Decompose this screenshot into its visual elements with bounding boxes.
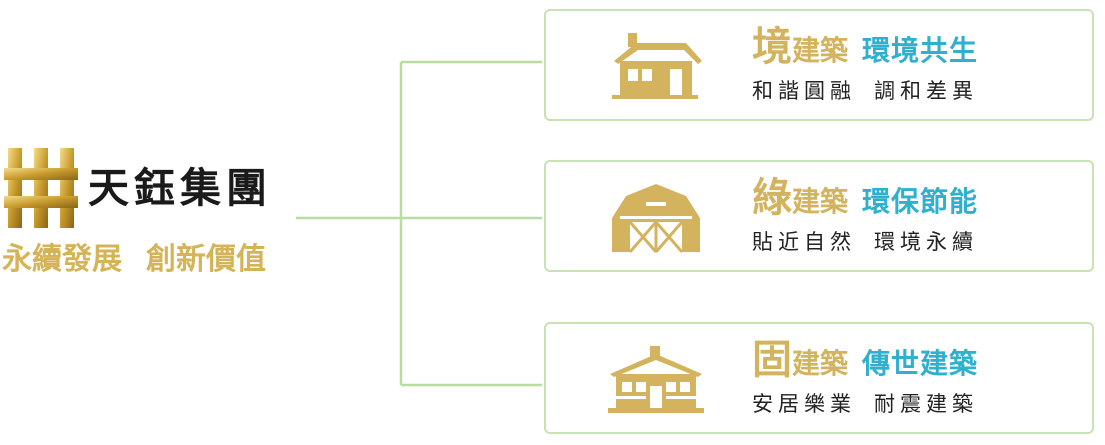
card-slogan: 環保節能	[862, 185, 979, 218]
house-icon	[612, 33, 702, 99]
concept-card-3: 固建築傳世建築 安居樂業耐震建築	[544, 322, 1094, 434]
card-sub-b: 調和差異	[874, 79, 978, 103]
card-build-word: 建築	[792, 185, 849, 218]
slogan-part-1: 永續發展	[2, 242, 122, 277]
card-sub-a: 安居樂業	[752, 392, 856, 416]
card-key-char: 固	[752, 336, 792, 383]
card-key-char: 綠	[752, 174, 792, 221]
card-subtitle: 貼近自然環境永續	[752, 226, 1072, 258]
brand-slogan: 永續發展創新價值	[2, 238, 302, 282]
brand-logo-icon	[4, 148, 78, 228]
card-sub-b: 環境永續	[874, 230, 978, 254]
concept-card-2: 綠建築環保節能 貼近自然環境永續	[544, 160, 1094, 272]
barn-icon	[612, 184, 700, 253]
card-subtitle: 和諧圓融調和差異	[752, 75, 1072, 107]
brand-name: 天鈺集團	[88, 164, 272, 212]
card-subtitle: 安居樂業耐震建築	[752, 388, 1072, 420]
card-build-word: 建築	[792, 34, 849, 67]
card-title: 境建築環境共生	[752, 23, 1072, 71]
card-title: 綠建築環保節能	[752, 174, 1072, 222]
slogan-part-2: 創新價值	[146, 242, 266, 277]
card-slogan: 環境共生	[862, 34, 979, 67]
concept-card-1: 境建築環境共生 和諧圓融調和差異	[544, 9, 1094, 121]
card-slogan: 傳世建築	[862, 347, 979, 380]
card-sub-a: 貼近自然	[752, 230, 856, 254]
card-sub-b: 耐震建築	[874, 392, 978, 416]
card-sub-a: 和諧圓融	[752, 79, 856, 103]
card-key-char: 境	[752, 23, 792, 70]
card-build-word: 建築	[792, 347, 849, 380]
card-title: 固建築傳世建築	[752, 336, 1072, 384]
villa-icon	[608, 346, 704, 413]
